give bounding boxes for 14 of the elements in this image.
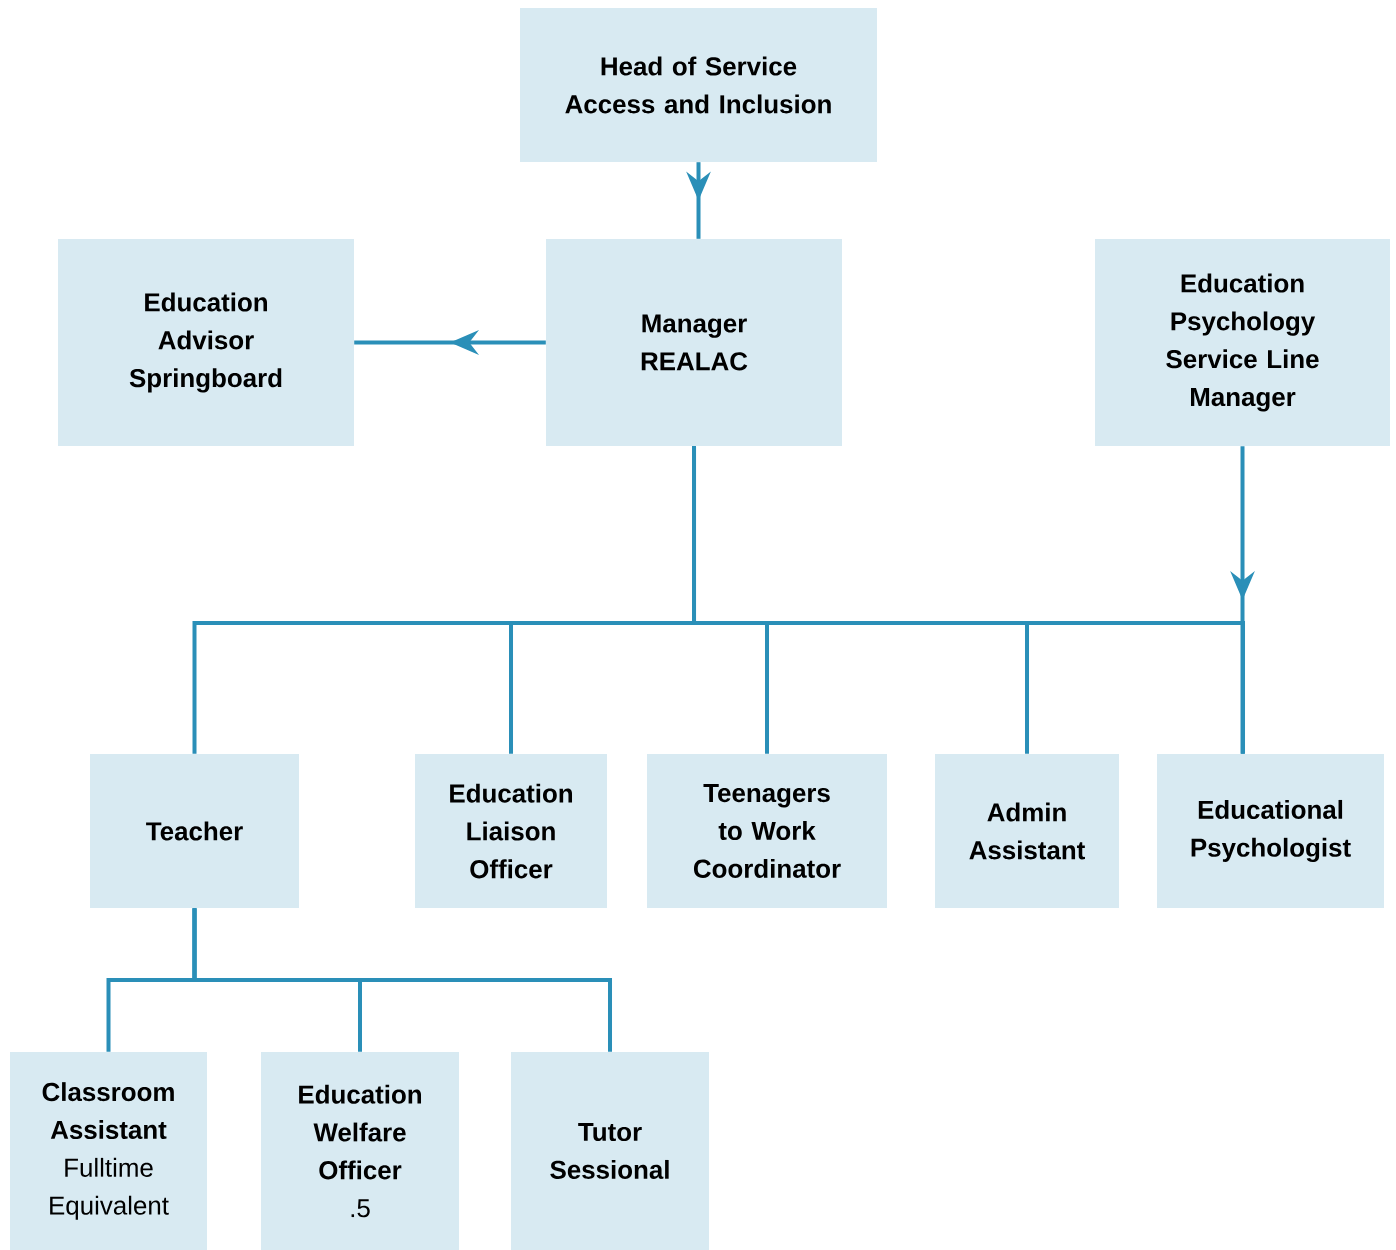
org-box: Educational Psychologist <box>1157 754 1384 908</box>
org-box: Tutor Sessional <box>511 1052 709 1250</box>
org-box: Education Liaison Officer <box>415 754 607 908</box>
org-box: Education Welfare Officer .5 <box>261 1052 459 1250</box>
org-box: Classroom Assistant Fulltime Equivalent <box>10 1052 207 1250</box>
connector <box>692 446 1245 754</box>
org-box: Teenagers to Work Coordinator <box>647 754 887 908</box>
org-box: Teacher <box>90 754 299 908</box>
org-box: Education Psychology Service Line Manager <box>1095 239 1390 446</box>
connector <box>192 908 612 1052</box>
org-box: Manager REALAC <box>546 239 842 446</box>
org-box: Admin Assistant <box>935 754 1119 908</box>
org-box: Head of Service Access and Inclusion <box>520 8 877 162</box>
org-box: Education Advisor Springboard <box>58 239 354 446</box>
